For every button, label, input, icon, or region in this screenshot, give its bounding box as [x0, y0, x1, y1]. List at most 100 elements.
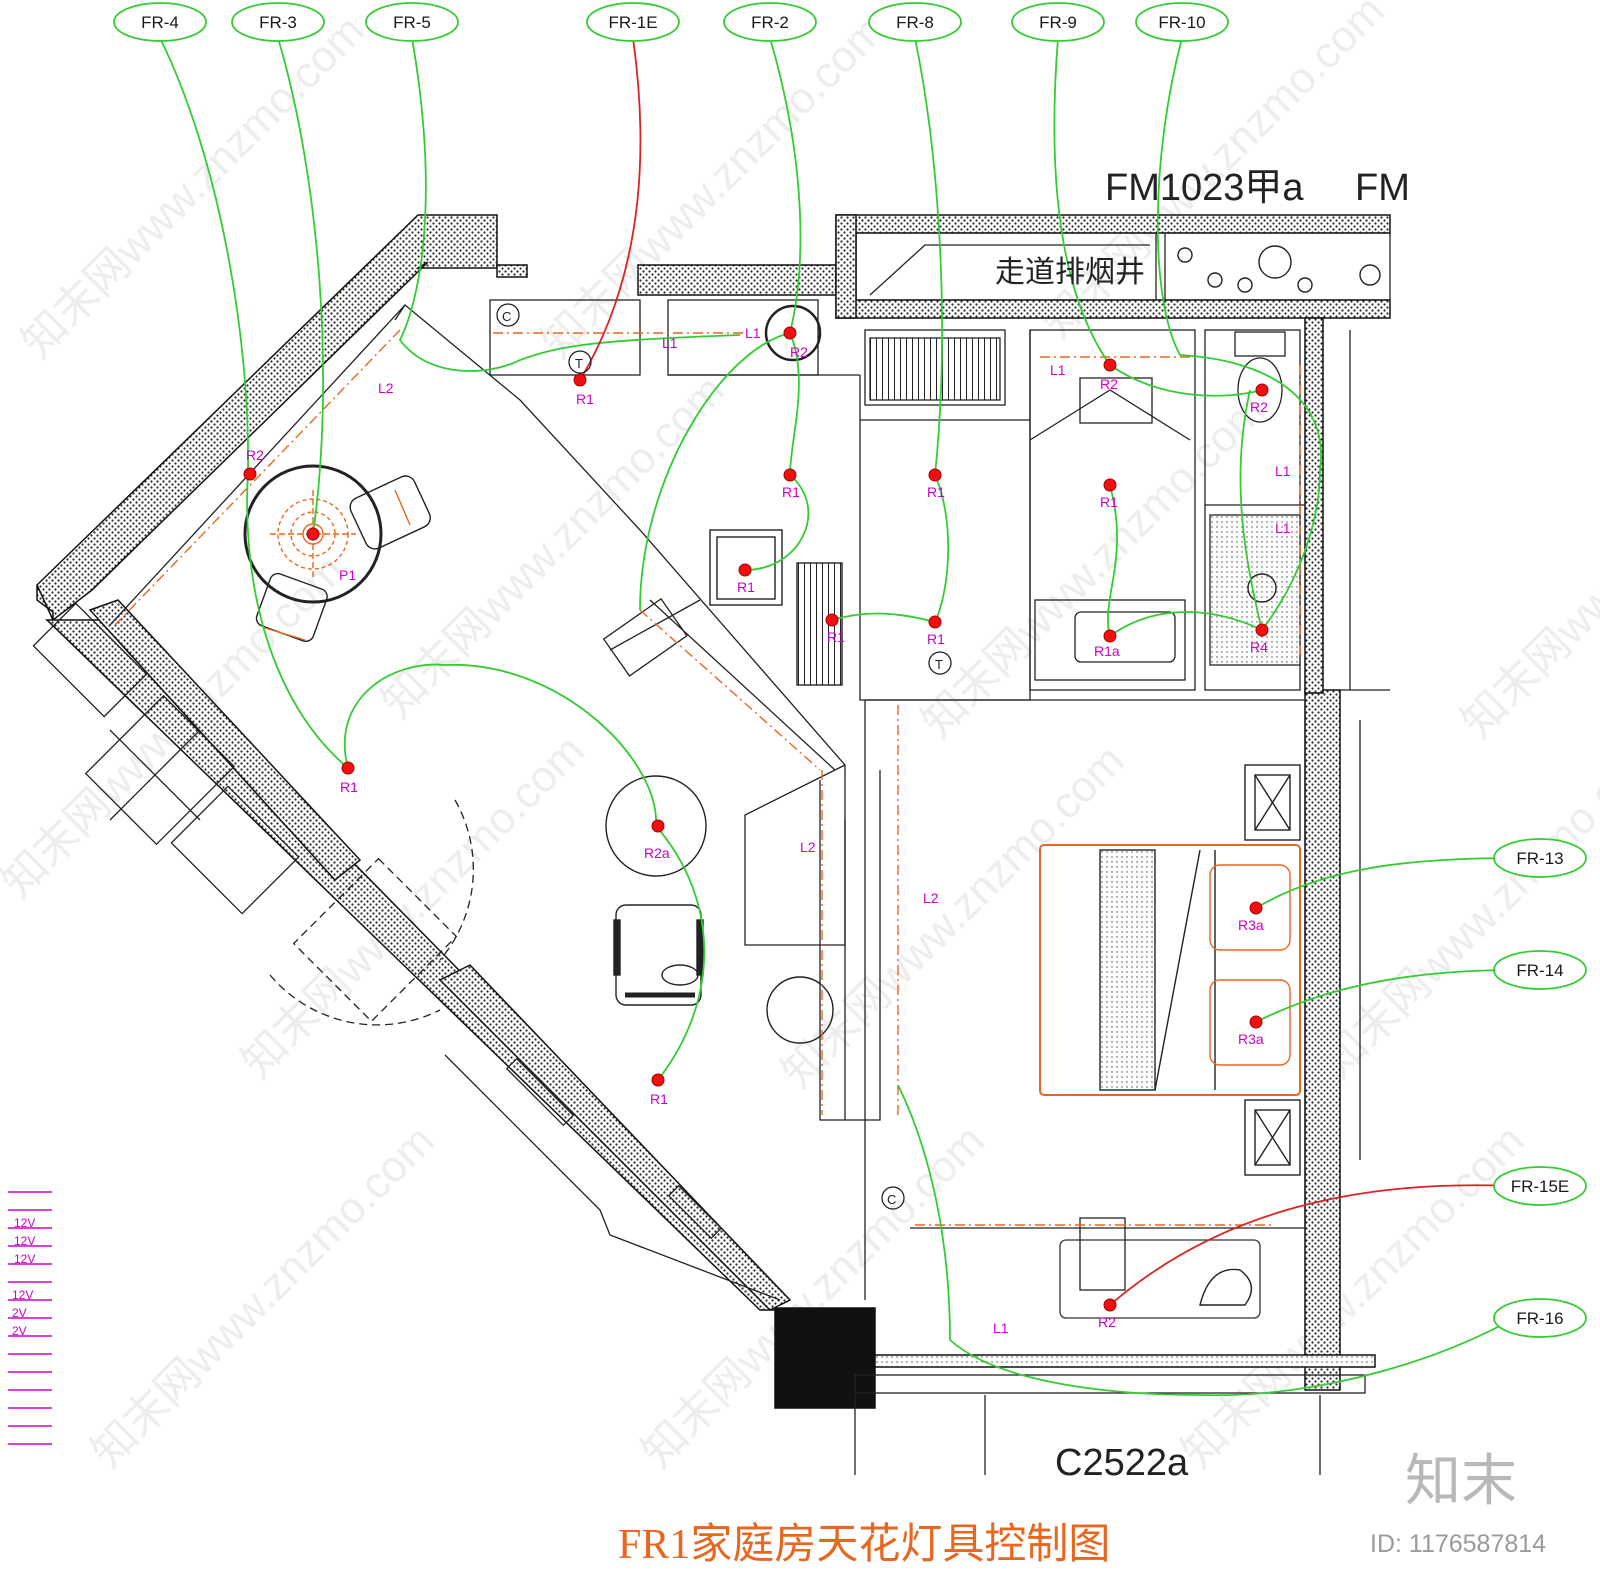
t-symbol [928, 651, 952, 675]
voltage-label: 12V [12, 1288, 33, 1302]
fixture-label: R4 [1250, 639, 1268, 655]
circuit-tag-text: FR-10 [1158, 13, 1205, 32]
light-fixture-f8: R2 [783, 326, 808, 360]
furniture [243, 245, 1381, 1306]
light-fixture-f19: R3a [1238, 1015, 1264, 1047]
fixture-dot [1255, 383, 1269, 397]
room-outlines [32, 232, 1391, 1475]
fixture-label: R1 [827, 629, 845, 645]
voltage-legend: 12V 12V 12V 12V 2V 2V [8, 1191, 52, 1445]
circuit-tag-fr-2: FR-2 [723, 2, 817, 42]
circuit-fr-10b [1239, 389, 1263, 631]
fixture-dot [1103, 1298, 1117, 1312]
circuit-fr-4 [159, 37, 349, 769]
light-fixture-f14: R1 [1100, 478, 1118, 510]
voltage-label: 2V [12, 1306, 27, 1320]
fixture-label: R2a [644, 845, 670, 861]
svg-text:T: T [935, 657, 943, 672]
shaft-label: 走道排烟井 [995, 256, 1145, 289]
circuit-tag-text: FR-5 [393, 13, 431, 32]
fixture-label: R2 [1100, 376, 1118, 392]
light-fixture-f16: R2 [1250, 383, 1269, 415]
light-fixture-f12: R1 [825, 613, 845, 645]
circuit-fr-15e [1109, 1184, 1511, 1306]
watermark-text: 知末网www.znzmo.com [1312, 726, 1600, 1087]
circuit-tag-text: FR-4 [141, 13, 179, 32]
circuit-fr-1e [579, 37, 642, 381]
circuit-tag-text: FR-8 [896, 13, 934, 32]
circuit-tag-text: FR-16 [1516, 1309, 1563, 1328]
fixture-label: R3a [1238, 917, 1264, 933]
fixture-label: R1 [927, 631, 945, 647]
fixture-dot [928, 468, 942, 482]
circuit-tag-text: FR-9 [1039, 13, 1077, 32]
circuit-fr-14 [1255, 969, 1516, 1023]
fixture-label: R1a [1094, 643, 1120, 659]
light-fixture-f3: R1 [573, 373, 594, 407]
circuit-living [343, 663, 706, 1081]
svg-text:T: T [575, 356, 583, 371]
fixture-dot [1103, 478, 1117, 492]
strip-label-s4: L1 [745, 325, 761, 341]
circuit-tag-text: FR-14 [1516, 961, 1563, 980]
fixture-dot [573, 373, 587, 387]
strip-label-s9: L1 [993, 1320, 1009, 1336]
circuit-fr-9 [1053, 37, 1263, 397]
fixture-label: R1 [576, 391, 594, 407]
circuit-tag-fr-8: FR-8 [868, 2, 962, 42]
fixtures: R2P1R1R1R2aR1R1R2R1R1R1R1R2R1R1aR2R4R3aR… [243, 326, 1269, 1330]
drawing-title: FR1家庭房天花灯具控制图 [618, 1521, 1110, 1568]
circuit-fr-5 [398, 37, 741, 372]
circuit-tag-fr-4: FR-4 [113, 2, 207, 42]
symbols: C T T C [496, 303, 952, 1210]
voltage-label: 12V [14, 1234, 35, 1248]
light-fixture-f9: R1 [737, 563, 755, 595]
light-strips [114, 329, 1301, 1226]
light-fixture-f11: R1 [927, 615, 945, 647]
light-fixture-f10: R1 [927, 468, 945, 500]
watermark-text: 知末网www.znzmo.com [1172, 1116, 1533, 1477]
circuit-tag-fr-16: FR-16 [1493, 1298, 1587, 1338]
circuit-tag-fr-10: FR-10 [1135, 2, 1229, 42]
voltage-label: 12V [14, 1216, 35, 1230]
fixture-dot [341, 761, 355, 775]
watermark-text: 知末网www.znzmo.com [772, 736, 1133, 1097]
light-fixture-f6: R1 [650, 1073, 668, 1107]
fixture-dot [783, 468, 797, 482]
circuit-fr-2 [639, 37, 810, 611]
fixture-dot [651, 819, 665, 833]
strip-label-s7: L2 [800, 839, 816, 855]
watermark-text: 知末网www.znzmo.com [632, 1116, 993, 1477]
fixture-dot [1255, 623, 1269, 637]
light-fixture-f17: R4 [1250, 623, 1269, 655]
window-label: C2522a [1055, 1442, 1189, 1484]
circuit-tag-text: FR-3 [259, 13, 297, 32]
fixture-label: R1 [650, 1091, 668, 1107]
strip-label-s8: L2 [923, 890, 939, 906]
watermark-text: 知末网www.znzmo.com [1452, 386, 1600, 747]
c-symbol [881, 1186, 905, 1210]
watermark-id: ID: 1176587814 [1370, 1530, 1546, 1558]
light-fixture-f5: R2a [644, 819, 670, 861]
fixture-dot [306, 527, 320, 541]
door-label-top: FM1023甲a [1105, 167, 1304, 209]
strip-label-s6: L1 [1275, 520, 1291, 536]
strip-label-s3: L1 [1050, 362, 1066, 378]
t-symbol [568, 350, 592, 374]
circuit-tag-fr-9: FR-9 [1011, 2, 1105, 42]
fixture-label: R1 [340, 779, 358, 795]
circuit-tag-text: FR-1E [608, 13, 657, 32]
circuit-tag-fr-3: FR-3 [231, 2, 325, 42]
fixture-dot [1249, 901, 1263, 915]
circuit-tag-fr-1e: FR-1E [586, 2, 680, 42]
light-fixture-f2: P1 [306, 527, 356, 583]
circuit-tag-fr-13: FR-13 [1493, 838, 1587, 878]
light-fixture-f18: R3a [1238, 901, 1264, 933]
fixture-label: R1 [782, 484, 800, 500]
fixture-dot [1103, 629, 1117, 643]
fixture-label: R1 [1100, 494, 1118, 510]
svg-text:C: C [887, 1192, 896, 1207]
circuit-fr-8 [831, 37, 950, 624]
